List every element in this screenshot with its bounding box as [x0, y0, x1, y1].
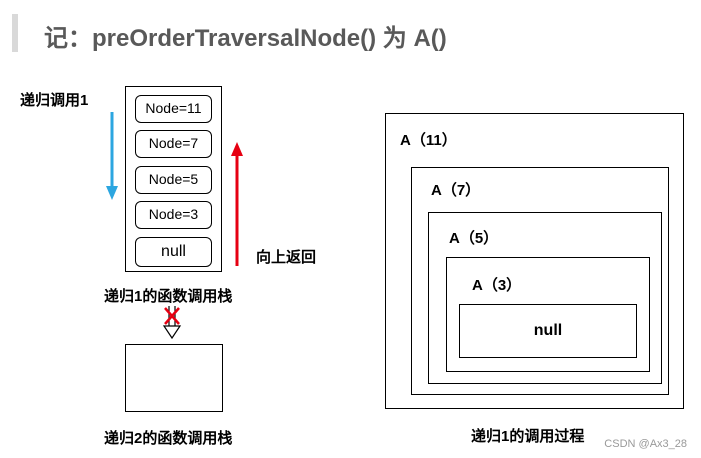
call-box-null: null: [459, 304, 637, 358]
call-stack-2: [125, 344, 223, 412]
return-arrow: [231, 142, 243, 266]
call-box-a5: [428, 212, 662, 384]
call-box-a3: [446, 257, 650, 372]
stack-1-caption: 递归1的函数调用栈: [104, 288, 233, 305]
nested-caption: 递归1的调用过程: [471, 428, 585, 445]
call-arrow: [106, 112, 118, 200]
stack-frame-node-5: Node=5: [135, 166, 212, 194]
blocked-arrow-icon: [162, 306, 182, 340]
return-label: 向上返回: [256, 249, 317, 266]
call-label-a7: A（7）: [431, 182, 481, 199]
stack-frame-node-3: Node=3: [135, 201, 212, 229]
page-title: 记：preOrderTraversalNode() 为 A(): [44, 25, 447, 52]
call-box-a7: [411, 167, 669, 395]
call-label: 递归调用1: [20, 92, 89, 109]
stack-2-caption: 递归2的函数调用栈: [104, 430, 233, 447]
call-box-a11: [385, 113, 684, 409]
call-label-a11: A（11）: [400, 132, 457, 149]
stack-frame-node-11: Node=11: [135, 95, 212, 123]
stack-frame-node-7: Node=7: [135, 130, 212, 158]
title-accent-bar: [12, 14, 18, 52]
call-stack-1: Node=11 Node=7 Node=5 Node=3 null: [125, 86, 222, 272]
stack-frame-null: null: [135, 237, 212, 267]
call-label-a5: A（5）: [449, 230, 499, 247]
call-label-a3: A（3）: [472, 277, 522, 294]
watermark: CSDN @Ax3_28: [604, 438, 687, 450]
